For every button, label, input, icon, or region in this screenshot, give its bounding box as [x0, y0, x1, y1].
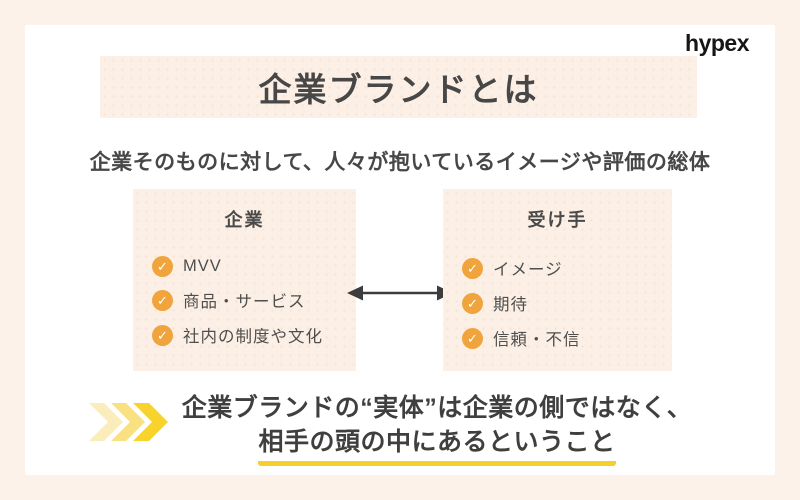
list-item: ✓ イメージ [462, 256, 672, 280]
conclusion-text: 企業ブランドの“実体”は企業の側ではなく、 相手の頭の中にあるということ [99, 391, 775, 466]
receiver-panel-heading: 受け手 [527, 210, 588, 230]
check-icon: ✓ [462, 257, 483, 279]
receiver-panel: 受け手 ✓ イメージ ✓ 期待 ✓ 信頼・不信 [443, 189, 672, 371]
list-item-label: 信頼・不信 [493, 331, 581, 349]
conclusion-line2-wrap: 相手の頭の中にあるということ [99, 425, 775, 466]
company-item-list: ✓ MVV ✓ 商品・サービス ✓ 社内の制度や文化 [133, 256, 356, 347]
company-panel-heading: 企業 [224, 210, 265, 230]
title-banner: 企業ブランドとは [100, 56, 697, 118]
list-item-label: 社内の制度や文化 [183, 328, 323, 346]
list-item: ✓ 信頼・不信 [462, 326, 672, 350]
receiver-item-list: ✓ イメージ ✓ 期待 ✓ 信頼・不信 [443, 256, 672, 350]
slide-card: hypex 企業ブランドとは 企業そのものに対して、人々が抱いているイメージや評… [25, 25, 775, 475]
subtitle: 企業そのものに対して、人々が抱いているイメージや評価の総体 [89, 151, 711, 174]
triple-chevron-icon [89, 402, 171, 442]
list-item: ✓ 期待 [462, 291, 672, 315]
list-item: ✓ 商品・サービス [152, 288, 356, 312]
check-icon: ✓ [152, 256, 173, 277]
page-title: 企業ブランドとは [258, 71, 539, 108]
list-item-label: MVV [183, 257, 222, 275]
check-icon: ✓ [152, 324, 173, 346]
list-item-label: 期待 [493, 296, 528, 314]
company-panel: 企業 ✓ MVV ✓ 商品・サービス ✓ 社内の制度や文化 [133, 189, 356, 371]
check-icon: ✓ [462, 327, 483, 349]
hypex-logo: hypex [685, 30, 749, 56]
list-item: ✓ MVV [152, 256, 356, 277]
check-icon: ✓ [152, 289, 173, 311]
check-icon: ✓ [462, 292, 483, 314]
list-item-label: 商品・サービス [183, 293, 306, 311]
double-arrow-icon [347, 282, 453, 304]
list-item: ✓ 社内の制度や文化 [152, 323, 356, 347]
conclusion-line2: 相手の頭の中にあるということ [258, 425, 616, 466]
conclusion-line1: 企業ブランドの“実体”は企業の側ではなく、 [181, 394, 693, 422]
list-item-label: イメージ [493, 261, 563, 279]
